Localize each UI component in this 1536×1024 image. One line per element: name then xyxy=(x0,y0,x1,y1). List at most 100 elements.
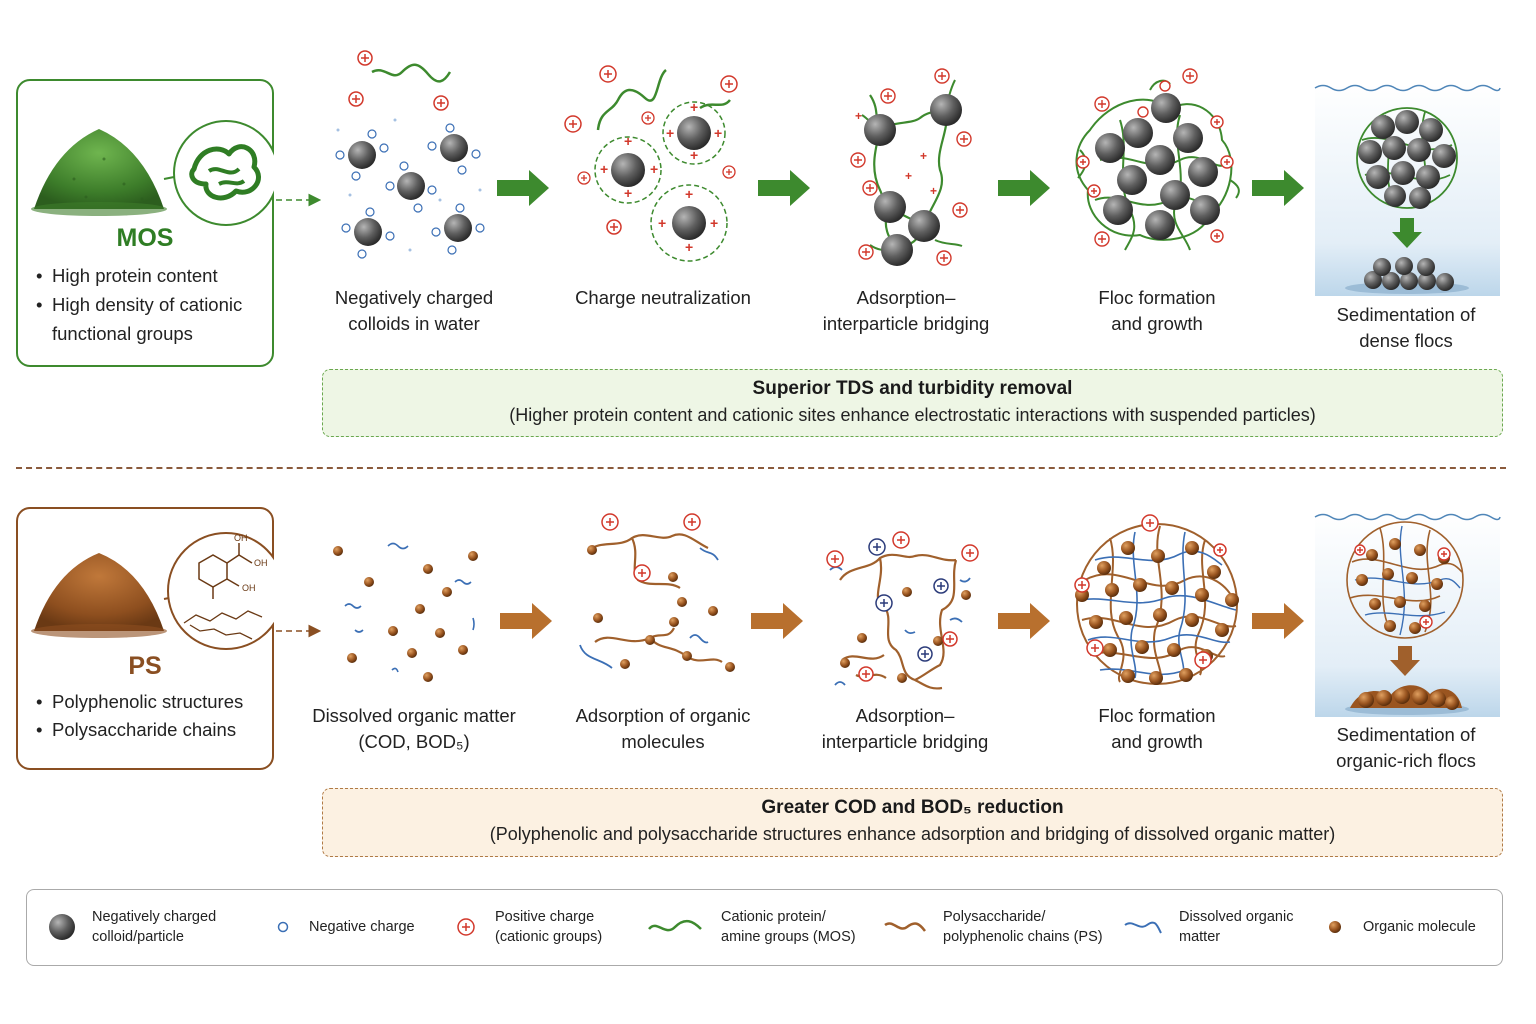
legend-item: Cationic protein/ amine groups (MOS) xyxy=(647,890,856,964)
brown-chain-icon xyxy=(884,922,926,932)
positive-charge-icon xyxy=(641,111,655,125)
mos-bullet: High protein content xyxy=(34,261,266,290)
step4-floc-illustration xyxy=(1075,68,1240,251)
ps-summary-box: Greater COD and BOD₅ reduction (Polyphen… xyxy=(322,788,1503,857)
positive-charge-icon xyxy=(577,171,591,185)
svg-text:+: + xyxy=(920,149,927,163)
bottom-step-label: Sedimentation of organic-rich flocs xyxy=(1336,724,1476,771)
legend-item: Dissolved organic matter xyxy=(1123,890,1293,964)
legend-label: Negative charge xyxy=(309,919,415,935)
positive-charge-icon xyxy=(564,115,582,133)
bottom-step-label: Floc formation and growth xyxy=(1098,705,1216,752)
svg-text:+: + xyxy=(624,185,632,201)
legend-item: Polysaccharide/ polyphenolic chains (PS) xyxy=(883,890,1103,964)
positive-charge-icon xyxy=(457,918,475,936)
colloid-particle-icon xyxy=(874,191,906,223)
legend-item: Negative charge xyxy=(275,890,415,964)
ps-bullet: Polyphenolic structures xyxy=(34,688,266,716)
svg-text:+: + xyxy=(855,109,862,123)
svg-text:+: + xyxy=(650,161,658,177)
legend-item: Organic molecule xyxy=(1327,890,1476,964)
step1-colloids-illustration xyxy=(335,50,485,259)
ps-process-diagram xyxy=(276,513,1501,717)
blue-chain-icon xyxy=(1124,921,1162,934)
colloid-particle-icon xyxy=(440,134,468,162)
positive-charge-icon xyxy=(599,65,617,83)
positive-charge-icon xyxy=(720,75,738,93)
colloid-particle-icon xyxy=(930,94,962,126)
svg-text:+: + xyxy=(685,186,693,202)
mos-powder-illustration xyxy=(31,120,274,226)
mos-bullets: High protein content High density of cat… xyxy=(34,261,266,348)
oh-label: OH xyxy=(234,533,248,543)
bottom-step-label: Adsorption of organic molecules xyxy=(575,705,751,752)
legend-label: Negatively charged colloid/particle xyxy=(92,909,217,945)
green-process-arrow xyxy=(497,170,549,206)
bottom-step-label: Adsorption– interparticle bridging xyxy=(821,705,989,752)
top-step-label: Charge neutralization xyxy=(575,287,751,308)
ps-title: PS xyxy=(128,652,162,680)
svg-text:+: + xyxy=(666,125,674,141)
colloid-particle-icon xyxy=(348,141,376,169)
legend-label: Polysaccharide/ polyphenolic chains (PS) xyxy=(943,909,1103,945)
legend: Negatively charged colloid/particle Nega… xyxy=(26,889,1503,966)
svg-text:+: + xyxy=(905,169,912,183)
colloid-particle-icon xyxy=(881,234,913,266)
ps-bullet: Polysaccharide chains xyxy=(34,716,266,744)
section-divider xyxy=(16,467,1506,469)
step5-sedimentation-illustration xyxy=(1314,84,1501,296)
negative-charge-icon xyxy=(277,921,289,933)
mos-process-diagram: ++++ ++++ ++++ ++++ xyxy=(276,50,1501,296)
legend-label: Positive charge (cationic groups) xyxy=(495,909,603,945)
svg-text:+: + xyxy=(690,99,698,115)
ps-powder-illustration: OH OH OH xyxy=(31,532,274,650)
mos-summary-text: (Higher protein content and cationic sit… xyxy=(509,405,1316,425)
green-down-arrow xyxy=(1392,218,1422,248)
svg-text:+: + xyxy=(714,125,722,141)
step5-ps-sedimentation-illustration xyxy=(1314,513,1501,717)
green-powder-pile-icon xyxy=(34,129,164,209)
negative-charge-icon xyxy=(335,123,485,259)
legend-item: Negatively charged colloid/particle xyxy=(45,890,216,964)
positive-charge-icon xyxy=(722,165,736,179)
svg-text:+: + xyxy=(690,147,698,163)
top-step-label: Floc formation and growth xyxy=(1098,287,1216,334)
ps-bullets: Polyphenolic structures Polysaccharide c… xyxy=(34,688,266,744)
ps-summary-title: Greater COD and BOD₅ reduction xyxy=(761,797,1064,818)
colloid-particle-icon xyxy=(444,214,472,242)
brown-powder-pile-icon xyxy=(34,553,164,631)
legend-label: Organic molecule xyxy=(1363,919,1476,935)
brown-down-arrow xyxy=(1390,646,1420,676)
green-process-arrow xyxy=(998,170,1050,206)
colloid-particle-icon xyxy=(677,116,711,150)
oh-label: OH xyxy=(242,583,256,593)
brown-process-arrow xyxy=(500,603,552,639)
svg-text:+: + xyxy=(658,215,666,231)
top-step-label: Sedimentation of dense flocs xyxy=(1336,304,1476,351)
legend-item: Positive charge (cationic groups) xyxy=(455,890,602,964)
colloid-particle-icon xyxy=(49,914,75,940)
bottom-step-label: Dissolved organic matter (COD, BOD₅) xyxy=(312,705,516,752)
positive-charge-icon xyxy=(606,219,622,235)
colloid-particle-icon xyxy=(864,114,896,146)
brown-process-arrow xyxy=(998,603,1050,639)
colloid-particle-icon xyxy=(397,172,425,200)
svg-text:+: + xyxy=(600,161,608,177)
mos-summary-box: Superior TDS and turbidity removal (High… xyxy=(322,369,1503,437)
colloid-particle-icon xyxy=(908,210,940,242)
colloid-particle-icon xyxy=(611,153,645,187)
svg-text:+: + xyxy=(710,215,718,231)
svg-text:+: + xyxy=(624,133,632,149)
organic-molecule-icon xyxy=(1329,921,1341,933)
ps-panel: OH OH OH PS Polyphenolic structures Poly… xyxy=(16,507,274,770)
step2-adsorption-illustration xyxy=(579,513,735,672)
colloid-particle-icon xyxy=(672,206,706,240)
step1-dissolved-organics-illustration xyxy=(333,542,478,682)
step2-neutralization-illustration: ++++ ++++ ++++ xyxy=(564,65,738,262)
green-process-arrow xyxy=(1252,170,1304,206)
green-process-arrow xyxy=(758,170,810,206)
mos-bullet: High density of cationic functional grou… xyxy=(34,290,266,348)
mos-summary-title: Superior TDS and turbidity removal xyxy=(752,378,1073,399)
brown-process-arrow xyxy=(751,603,803,639)
positive-charge-icon xyxy=(433,95,449,111)
